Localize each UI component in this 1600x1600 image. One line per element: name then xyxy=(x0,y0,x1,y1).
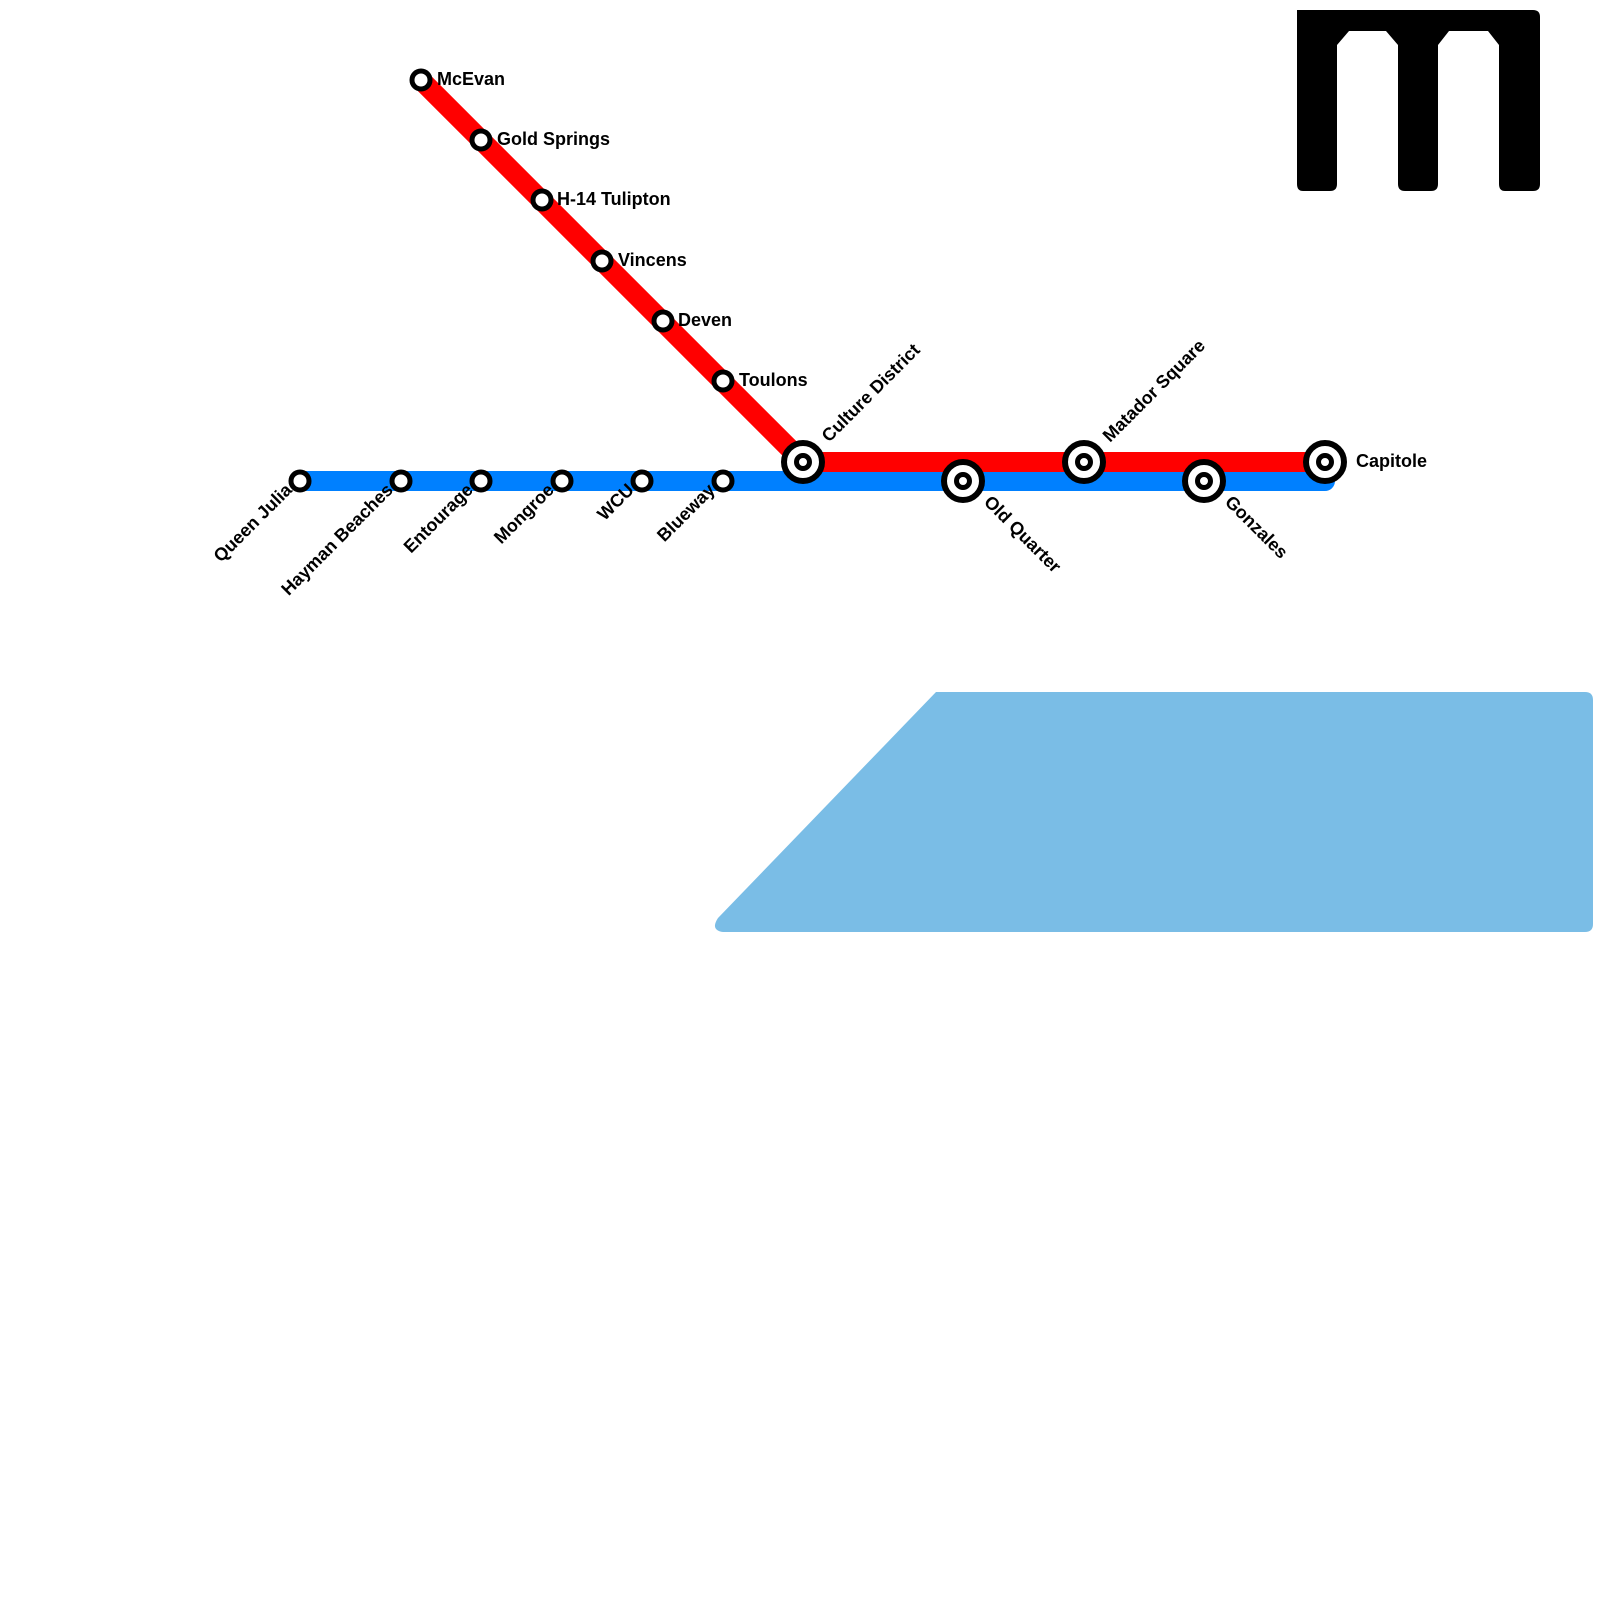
station-marker[interactable] xyxy=(590,249,614,273)
station-marker[interactable] xyxy=(469,469,493,493)
station-label: Culture District xyxy=(818,340,924,446)
station-label: Matador Square xyxy=(1099,335,1209,445)
station-label: Old Quarter xyxy=(980,492,1065,577)
interchange-center xyxy=(954,472,972,490)
station-label: Hayman Beaches xyxy=(277,480,397,600)
station-label: Toulons xyxy=(739,370,808,390)
station-label: Deven xyxy=(678,310,732,330)
station-marker[interactable] xyxy=(711,369,735,393)
station-capitole[interactable]: Capitole xyxy=(1303,440,1427,484)
station-marker[interactable] xyxy=(530,188,554,212)
station-queen-julia[interactable]: Queen Julia xyxy=(210,469,312,566)
station-toulons[interactable]: Toulons xyxy=(711,369,808,393)
station-label: Vincens xyxy=(618,250,687,270)
metro-m-logo-icon xyxy=(1297,10,1540,191)
station-h14-tulipton[interactable]: H-14 Tulipton xyxy=(530,188,671,212)
station-label: Queen Julia xyxy=(210,479,297,566)
station-label: Gonzales xyxy=(1221,492,1292,563)
interchange-center xyxy=(794,453,812,471)
station-mcevan[interactable]: McEvan xyxy=(409,68,505,92)
station-marker[interactable] xyxy=(711,469,735,493)
station-marker[interactable] xyxy=(550,469,574,493)
station-marker[interactable] xyxy=(409,68,433,92)
station-marker[interactable] xyxy=(651,309,675,333)
station-gold-springs[interactable]: Gold Springs xyxy=(469,128,610,152)
interchange-center xyxy=(1075,453,1093,471)
station-marker[interactable] xyxy=(630,469,654,493)
station-label: Entourage xyxy=(400,480,477,557)
station-marker[interactable] xyxy=(389,469,413,493)
water-body xyxy=(714,692,1593,932)
station-label: McEvan xyxy=(437,69,505,89)
station-deven[interactable]: Deven xyxy=(651,309,732,333)
station-label: Capitole xyxy=(1356,451,1427,471)
interchange-center xyxy=(1195,472,1213,490)
station-marker[interactable] xyxy=(469,128,493,152)
station-marker[interactable] xyxy=(288,469,312,493)
station-vincens[interactable]: Vincens xyxy=(590,249,687,273)
station-label: Gold Springs xyxy=(497,129,610,149)
station-label: H-14 Tulipton xyxy=(557,189,671,209)
interchange-center xyxy=(1316,453,1334,471)
